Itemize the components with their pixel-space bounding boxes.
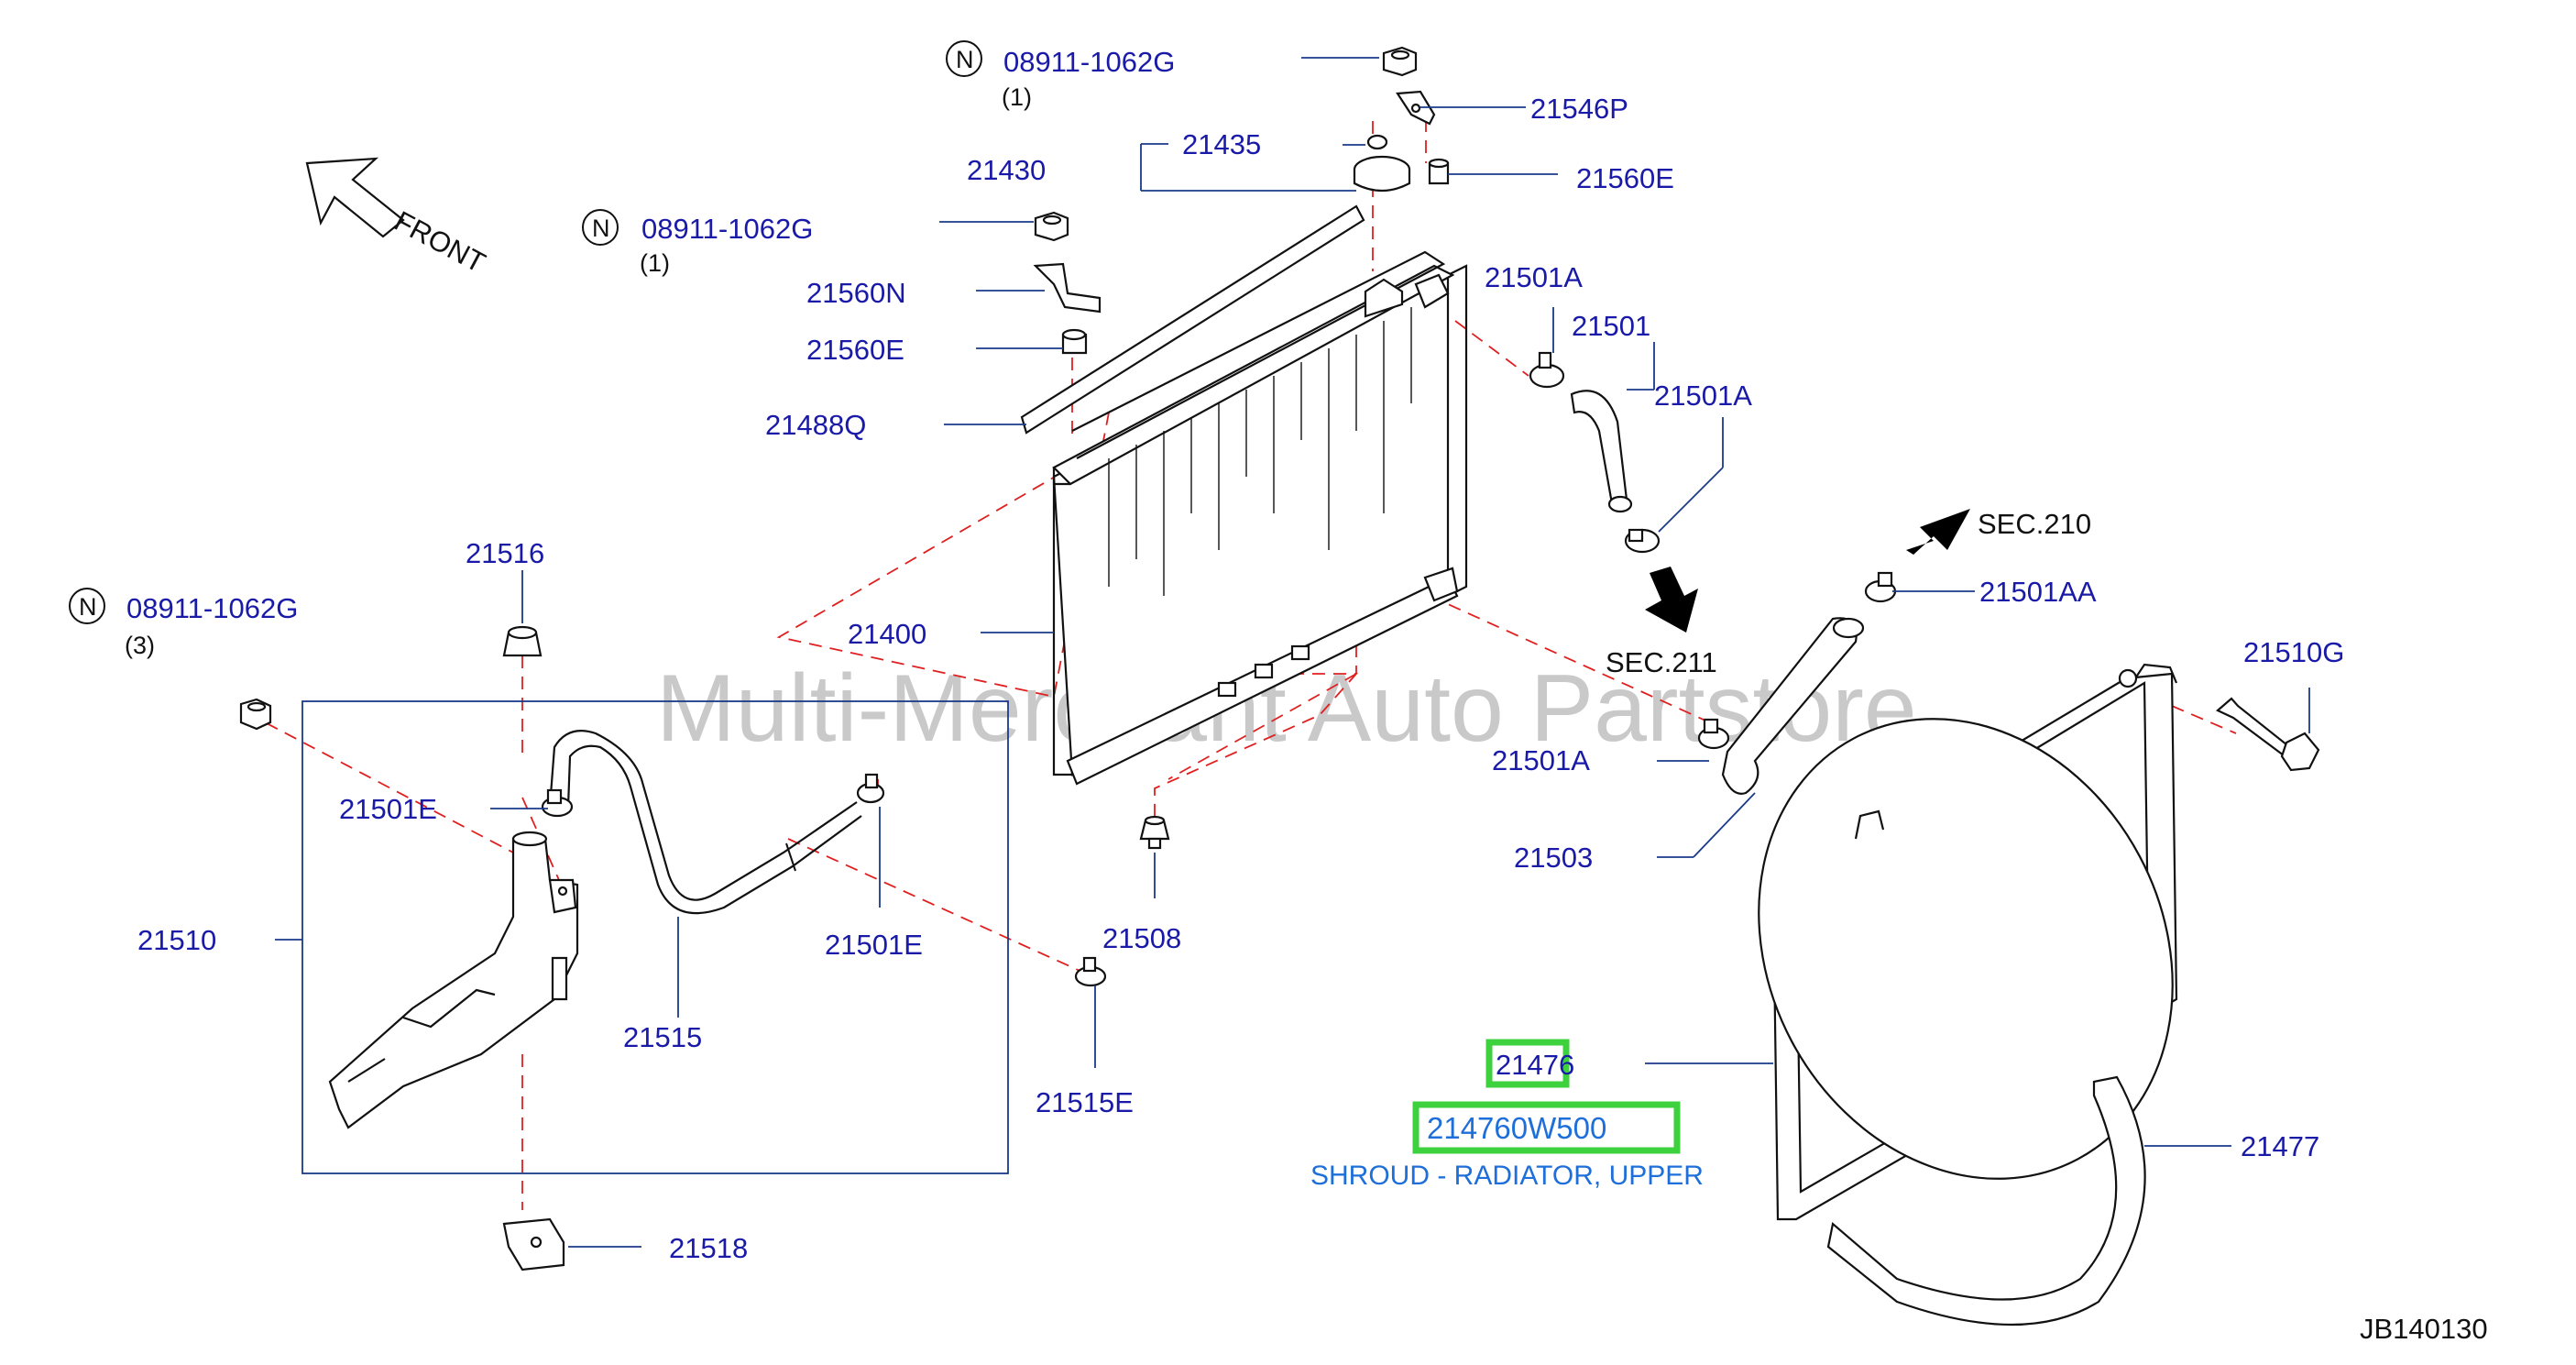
part-label-21501a-mid: 21501A: [1654, 380, 1752, 412]
section-label-sec211: SEC.211: [1606, 646, 1717, 678]
highlighted-part-number[interactable]: 214760W500: [1412, 1101, 1681, 1154]
hose-clip-icon: [1074, 956, 1107, 987]
part-label-21501e-right: 21501E: [825, 929, 923, 961]
part-label-21503: 21503: [1514, 842, 1593, 874]
part-label-21501: 21501: [1572, 310, 1650, 342]
part-label-21501aa: 21501AA: [1979, 576, 2097, 608]
part-label-21430: 21430: [967, 154, 1046, 186]
highlight-box: [1412, 1101, 1681, 1154]
lower-hose-icon: [1721, 617, 1865, 795]
hose-clamp-icon: [1697, 718, 1730, 750]
part-label-08911-1062g-mid: 08911-1062G: [641, 213, 813, 245]
nut-symbol-circle: [582, 209, 619, 246]
reservoir-cap-icon: [502, 625, 543, 657]
part-label-21518: 21518: [669, 1232, 748, 1264]
reservoir-group-frame: [301, 700, 1009, 1174]
highlighted-part-21476[interactable]: 21476: [1485, 1039, 1574, 1088]
part-label-21501a-low: 21501A: [1492, 744, 1590, 776]
hose-clamp-icon: [1529, 351, 1565, 389]
nut-spec-left: N 08911-1062G (3): [69, 588, 298, 659]
part-label-21488q: 21488Q: [765, 409, 866, 441]
part-label-08911-1062g-top: 08911-1062G: [1003, 46, 1175, 78]
part-label-21477: 21477: [2241, 1130, 2319, 1162]
reservoir-tank-icon: [328, 831, 579, 1129]
leader-lines: [275, 57, 2310, 1248]
part-label-21508: 21508: [1102, 922, 1181, 954]
part-label-21560e-left: 21560E: [806, 334, 904, 366]
part-label-21510: 21510: [137, 924, 216, 956]
part-label-08911-1062g-left: 08911-1062G: [126, 592, 298, 624]
part-label-21510g: 21510G: [2243, 636, 2344, 668]
lower-shroud-icon: [1826, 1075, 2146, 1326]
part-label-21516: 21516: [466, 537, 544, 569]
hose-clamp-icon: [1624, 528, 1661, 554]
nut-symbol-circle: [69, 588, 105, 624]
part-label-21501e-left: 21501E: [339, 793, 437, 825]
hose-clamp-icon: [541, 788, 574, 818]
highlight-box: [1485, 1039, 1570, 1088]
overflow-hose-icon: [548, 730, 862, 915]
nut-symbol-circle: [946, 40, 982, 77]
nut-icon: [1034, 211, 1069, 242]
section-arrow-icon: [1906, 509, 1970, 555]
mount-bushing-icon: [1428, 158, 1450, 185]
nut-symbol: N: [79, 593, 97, 621]
upper-hose-icon: [1570, 390, 1633, 513]
hose-clamp-icon: [856, 773, 885, 804]
hose-clamp-icon: [1864, 571, 1897, 603]
assembly-lines: [247, 119, 2237, 1210]
radiator-assembly-icon: [1020, 204, 1468, 786]
nut-spec-top: N 08911-1062G (1): [946, 40, 1175, 111]
fan-shroud-icon: [1758, 663, 2178, 1221]
grommet-icon: [1139, 815, 1170, 850]
bracket-icon: [502, 1217, 565, 1271]
bolt-icon: [2216, 697, 2320, 772]
part-label-21515e: 21515E: [1036, 1086, 1134, 1118]
part-description: SHROUD - RADIATOR, UPPER: [1310, 1161, 1704, 1191]
bracket-icon: [1396, 90, 1436, 126]
quantity-label-left: (3): [125, 632, 155, 659]
radiator-cap-icon: [1353, 134, 1411, 193]
part-label-21546p: 21546P: [1530, 93, 1628, 125]
part-number-214760w500[interactable]: 214760W500: [1427, 1111, 1606, 1145]
part-label-21435: 21435: [1182, 128, 1261, 160]
part-label-21476[interactable]: 21476: [1496, 1049, 1574, 1081]
nut-spec-mid: N 08911-1062G (1): [582, 209, 813, 277]
section-label-sec210: SEC.210: [1978, 508, 2091, 540]
part-label-21560n: 21560N: [806, 277, 906, 309]
part-label-21515: 21515: [623, 1021, 702, 1053]
part-label-21560e-top: 21560E: [1576, 162, 1674, 194]
nut-icon: [1382, 46, 1418, 77]
mount-bushing-icon: [1061, 328, 1088, 355]
quantity-label-mid: (1): [640, 249, 670, 277]
bracket-icon: [1033, 262, 1102, 314]
section-arrow-icon: [1645, 567, 1698, 633]
nut-symbol: N: [592, 215, 610, 242]
part-label-21501a-top: 21501A: [1485, 261, 1583, 293]
front-arrow-icon: [305, 157, 405, 238]
nut-icon: [239, 698, 272, 731]
diagram-code: JB140130: [2360, 1313, 2488, 1345]
front-label: FRONT: [389, 204, 491, 279]
part-label-21400: 21400: [848, 618, 926, 650]
quantity-label-top: (1): [1002, 83, 1032, 111]
nut-symbol: N: [956, 46, 974, 73]
